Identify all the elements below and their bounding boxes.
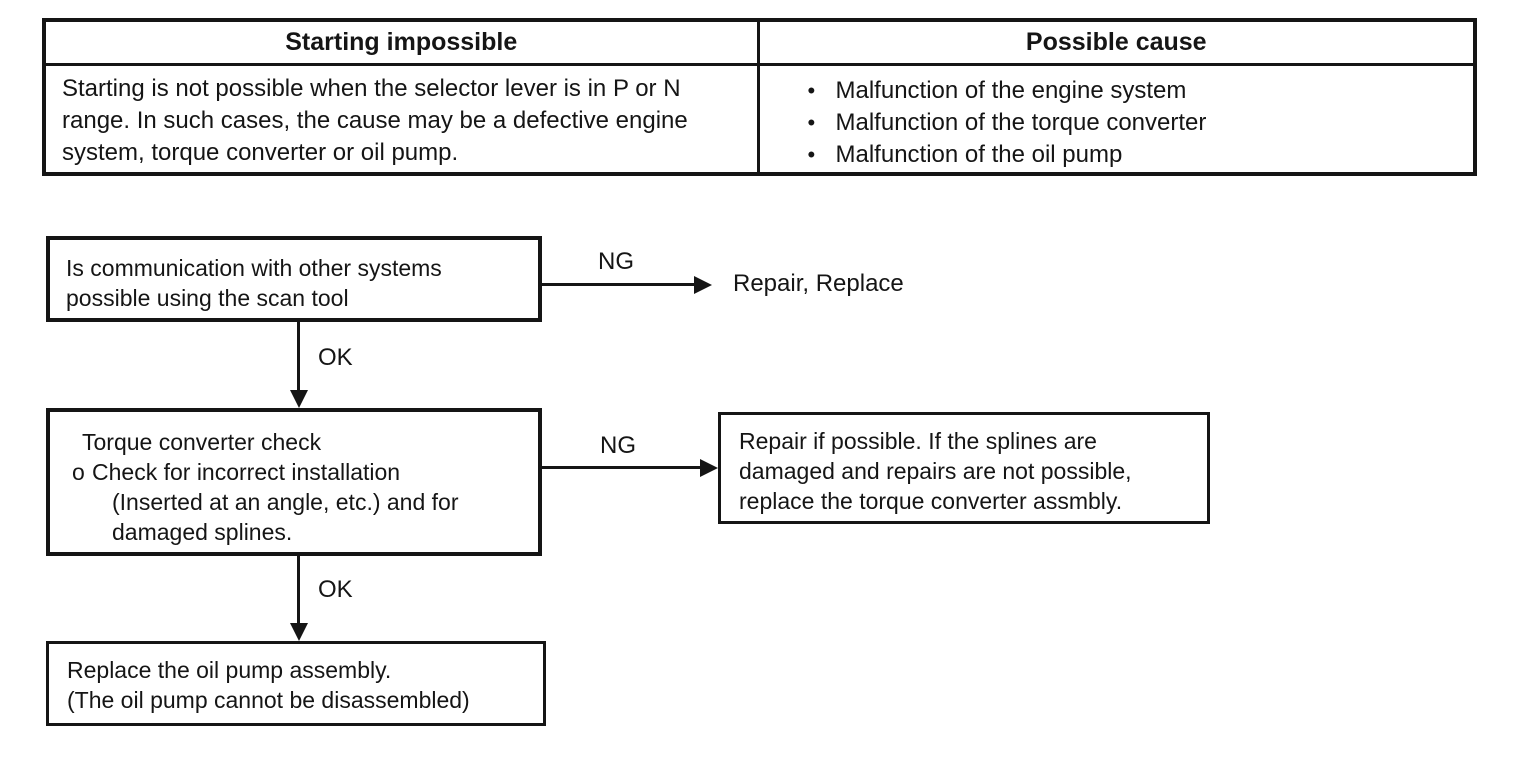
- arrowhead-right-icon: [694, 275, 712, 294]
- ng-result-text: Repair, Replace: [733, 270, 904, 297]
- cause-list-item: • Malfunction of the engine system: [808, 75, 1458, 107]
- ok-edge-label: OK: [318, 344, 353, 371]
- check-item-continuation: (Inserted at an angle, etc.) and for dam…: [112, 489, 459, 545]
- bullet-icon: •: [807, 142, 816, 167]
- flow-step-title: Torque converter check: [82, 429, 322, 455]
- bullet-icon: •: [807, 78, 816, 103]
- diagnosis-table: Starting impossible Possible cause Start…: [42, 18, 1477, 176]
- check-item-text: Check for incorrect installation: [92, 459, 401, 485]
- arrowhead-down-icon: [289, 623, 308, 641]
- arrowhead-down-icon: [289, 390, 308, 408]
- flow-step-scan-tool-check: Is communication with other systems poss…: [46, 236, 542, 322]
- table-cell-symptom-description: Starting is not possible when the select…: [46, 66, 760, 172]
- ok-arrow-shaft: [297, 322, 300, 392]
- cause-text: Malfunction of the engine system: [835, 77, 1187, 104]
- flow-step-text: Is communication with other systems poss…: [66, 255, 442, 311]
- ok-arrow-shaft: [297, 556, 300, 625]
- cause-list-item: • Malfunction of the oil pump: [808, 139, 1458, 171]
- flow-step-replace-oil-pump: Replace the oil pump assembly. (The oil …: [46, 641, 546, 726]
- flow-step-line1: Replace the oil pump assembly.: [67, 657, 392, 683]
- flow-step-line2: (The oil pump cannot be disassembled): [67, 687, 470, 713]
- cause-text: Malfunction of the oil pump: [835, 141, 1123, 168]
- table-header-possible-cause: Possible cause: [759, 22, 1473, 66]
- ng-edge-label: NG: [598, 248, 634, 275]
- ok-edge-label: OK: [318, 576, 353, 603]
- ng-edge-label: NG: [600, 432, 636, 459]
- ng-arrow-shaft: [542, 283, 694, 286]
- table-cell-possible-causes: • Malfunction of the engine system • Mal…: [760, 66, 1474, 172]
- cause-list-item: • Malfunction of the torque converter: [808, 107, 1458, 139]
- table-header-starting-impossible: Starting impossible: [46, 22, 760, 66]
- flow-step-repair-or-replace-converter: Repair if possible. If the splines are d…: [718, 412, 1210, 524]
- cause-text: Malfunction of the torque converter: [835, 109, 1207, 136]
- bullet-icon: •: [807, 110, 816, 135]
- flow-step-torque-converter-check: Torque converter check o Check for incor…: [46, 408, 542, 556]
- flow-step-text: Repair if possible. If the splines are d…: [739, 428, 1132, 514]
- flow-step-check-item: o Check for incorrect installation: [70, 457, 518, 487]
- ng-arrow-shaft: [542, 466, 700, 469]
- o-bullet-icon: o: [72, 459, 85, 485]
- arrowhead-right-icon: [700, 458, 718, 477]
